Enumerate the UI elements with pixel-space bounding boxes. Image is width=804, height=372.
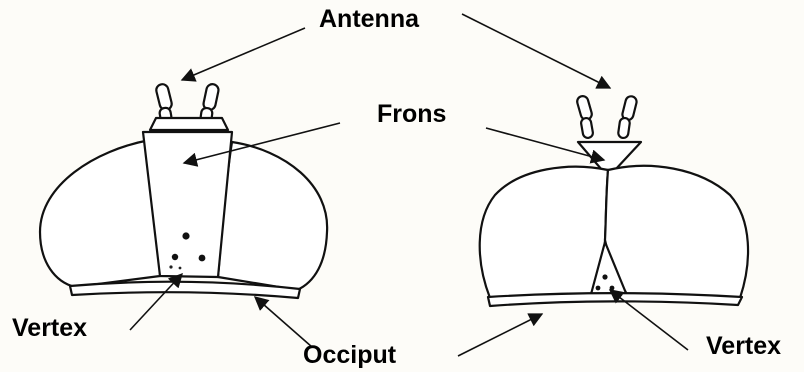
left-head-antenna-right [200,83,219,123]
right-head-antenna-left [576,95,594,139]
left-head-compound-eye-right [218,142,327,290]
right-head-compound-eye-right [605,166,748,298]
label-vertex-left: Vertex [12,316,87,341]
arrow-antenna-right [462,14,610,88]
label-vertex-right: Vertex [706,334,781,359]
left-head-compound-eye-left [40,140,160,287]
right-head [480,95,748,306]
left-head-antenna-left [155,83,173,123]
arrow-occiput-right [458,314,542,356]
arrow-occiput-left [255,297,312,347]
label-antenna: Antenna [319,7,419,32]
arrow-antenna-left [182,28,305,80]
right-head-compound-eye-left [480,167,608,298]
right-head-occiput [488,293,742,306]
label-frons: Frons [377,102,446,127]
right-head-antenna-right [618,95,638,138]
left-head [40,83,327,298]
left-head-antennal-base [150,118,228,130]
label-occiput: Occiput [303,343,396,368]
